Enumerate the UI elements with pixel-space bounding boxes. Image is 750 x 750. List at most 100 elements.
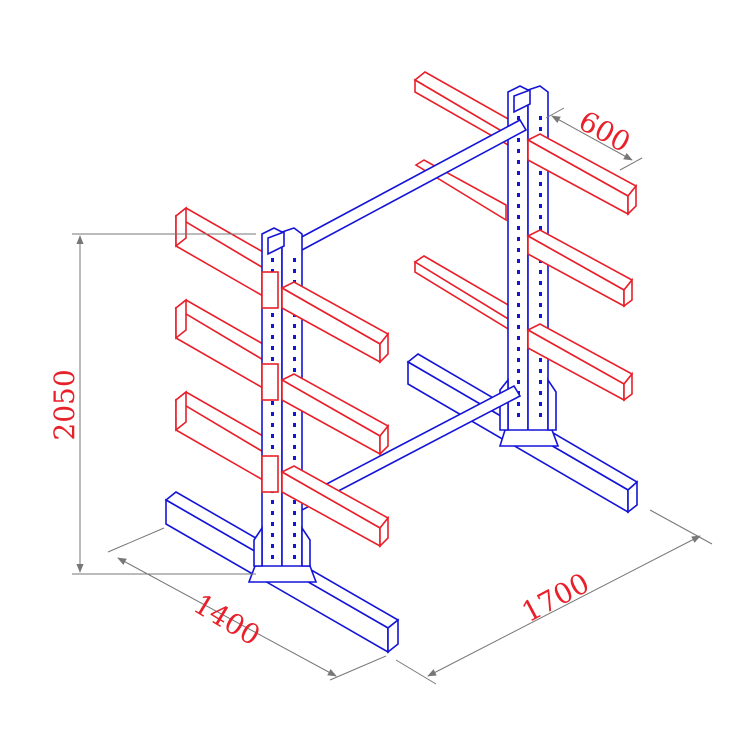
perforation-hole xyxy=(293,511,296,515)
back-left-arms xyxy=(413,71,511,332)
perforation-hole xyxy=(539,413,542,417)
perforation-hole xyxy=(271,346,274,350)
perforation-hole xyxy=(517,402,520,406)
perforation-hole xyxy=(539,380,542,384)
perforation-hole xyxy=(539,281,542,285)
perforation-hole xyxy=(539,358,542,362)
perforation-hole xyxy=(271,445,274,449)
perforation-hole xyxy=(293,357,296,361)
perforation-hole xyxy=(517,259,520,263)
perforation-hole xyxy=(517,336,520,340)
perforation-hole xyxy=(271,335,274,339)
perforation-hole xyxy=(539,226,542,230)
perforation-hole xyxy=(539,303,542,307)
height-label: 2050 xyxy=(48,369,81,440)
perforation-hole xyxy=(517,347,520,351)
front-right-arms xyxy=(261,271,390,548)
perforation-hole xyxy=(517,325,520,329)
perforation-hole xyxy=(517,226,520,230)
perforation-hole xyxy=(517,248,520,252)
front-arm-left-low xyxy=(174,390,271,486)
perforation-hole xyxy=(293,456,296,460)
perforation-hole xyxy=(271,401,274,405)
perforation-hole xyxy=(271,313,274,317)
arm-length-label: 600 xyxy=(573,104,636,159)
perforation-hole xyxy=(293,533,296,537)
perforation-hole xyxy=(293,555,296,559)
perforation-hole xyxy=(271,423,274,427)
perforation-hole xyxy=(539,127,542,131)
length-label: 1700 xyxy=(516,566,594,629)
perforation-hole xyxy=(539,314,542,318)
front-arm-left-top xyxy=(174,206,271,302)
perforation-hole xyxy=(293,346,296,350)
perforation-hole xyxy=(271,269,274,273)
perforation-hole xyxy=(293,412,296,416)
perforation-hole xyxy=(271,522,274,526)
perforation-hole xyxy=(271,434,274,438)
front-arm-left-mid xyxy=(174,298,271,394)
perforation-hole xyxy=(517,314,520,318)
perforation-hole xyxy=(539,116,542,120)
perforation-hole xyxy=(517,149,520,153)
perforation-hole xyxy=(517,369,520,373)
perforation-hole xyxy=(517,182,520,186)
perforation-hole xyxy=(293,258,296,262)
perforation-hole xyxy=(517,292,520,296)
perforation-hole xyxy=(293,269,296,273)
perforation-hole xyxy=(517,204,520,208)
perforation-hole xyxy=(271,555,274,559)
perforation-hole xyxy=(517,116,520,120)
perforation-hole xyxy=(293,368,296,372)
perforation-hole xyxy=(293,500,296,504)
perforation-hole xyxy=(293,335,296,339)
length-dimension: 1700 xyxy=(395,509,713,685)
perforation-hole xyxy=(293,434,296,438)
perforation-hole xyxy=(517,413,520,417)
perforation-hole xyxy=(517,171,520,175)
perforation-hole xyxy=(539,292,542,296)
perforation-hole xyxy=(517,138,520,142)
perforation-hole xyxy=(293,445,296,449)
perforation-hole xyxy=(271,533,274,537)
perforation-hole xyxy=(271,511,274,515)
back-arm-right-mid xyxy=(526,229,634,308)
perforation-hole xyxy=(539,171,542,175)
top-brace xyxy=(294,118,528,252)
perforation-hole xyxy=(271,357,274,361)
perforation-hole xyxy=(517,193,520,197)
perforation-hole xyxy=(539,193,542,197)
perforation-hole xyxy=(271,544,274,548)
perforation-hole xyxy=(293,324,296,328)
perforation-hole xyxy=(539,391,542,395)
perforation-hole xyxy=(293,522,296,526)
perforation-hole xyxy=(539,402,542,406)
perforation-hole xyxy=(271,500,274,504)
perforation-hole xyxy=(517,281,520,285)
front-arm-right-low xyxy=(261,455,390,548)
perforation-hole xyxy=(517,303,520,307)
front-arm-right-mid xyxy=(261,363,390,456)
perforation-hole xyxy=(517,358,520,362)
perforation-hole xyxy=(271,324,274,328)
perforation-hole xyxy=(517,270,520,274)
perforation-hole xyxy=(271,258,274,262)
perforation-hole xyxy=(293,423,296,427)
back-arm-left-low xyxy=(413,255,511,332)
front-left-arms xyxy=(174,206,271,486)
perforation-hole xyxy=(539,204,542,208)
back-arm-right-low xyxy=(526,323,634,402)
perforation-hole xyxy=(539,182,542,186)
perforation-hole xyxy=(539,270,542,274)
perforation-hole xyxy=(517,160,520,164)
perforation-hole xyxy=(517,380,520,384)
perforation-hole xyxy=(293,544,296,548)
perforation-hole xyxy=(517,215,520,219)
perforation-hole xyxy=(539,369,542,373)
perforation-hole xyxy=(517,237,520,241)
perforation-hole xyxy=(539,215,542,219)
depth-label: 1400 xyxy=(188,587,266,652)
perforation-hole xyxy=(271,412,274,416)
